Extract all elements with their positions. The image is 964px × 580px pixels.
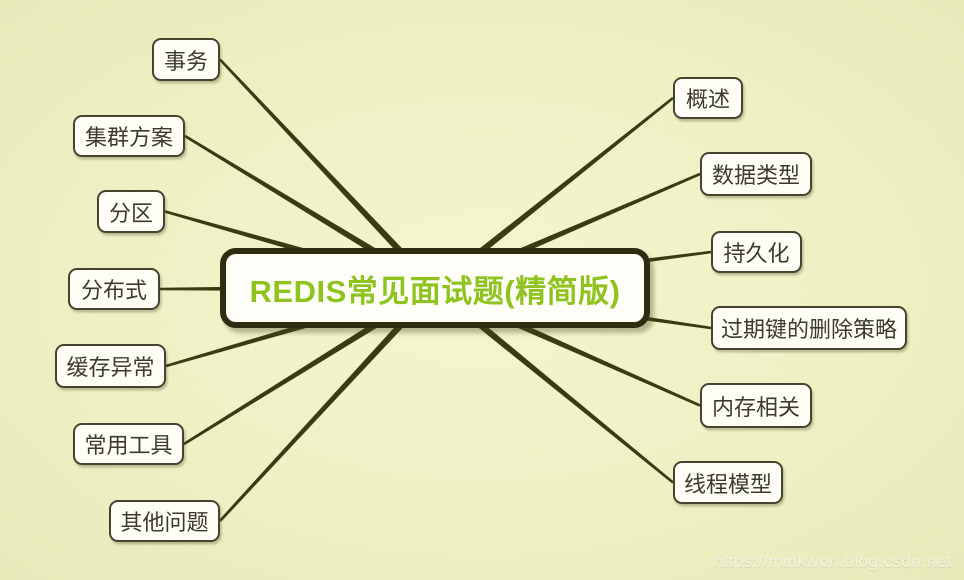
node-persistence: 持久化 [711,231,802,273]
node-distributed: 分布式 [68,268,160,310]
node-cache-exceptions: 缓存异常 [55,344,166,388]
central-topic: REDIS常见面试题(精简版) [220,248,650,328]
watermark: https://minkwon.blog.csdn.net [713,552,952,571]
connector-transactions [219,58,438,291]
node-partitioning: 分区 [97,190,165,233]
node-memory-related: 内存相关 [700,383,812,428]
node-data-types: 数据类型 [700,152,812,196]
node-thread-model: 线程模型 [673,461,783,504]
node-transactions: 事务 [152,38,220,81]
node-overview: 概述 [673,77,743,119]
connector-overview [432,97,674,291]
node-cluster-solutions: 集群方案 [73,115,185,157]
node-common-tools: 常用工具 [73,423,184,465]
connector-thread-model [432,285,674,484]
node-other-questions: 其他问题 [109,500,220,542]
node-expired-key-deletion-strategy: 过期键的删除策略 [711,306,907,350]
connector-other-questions [219,285,438,522]
